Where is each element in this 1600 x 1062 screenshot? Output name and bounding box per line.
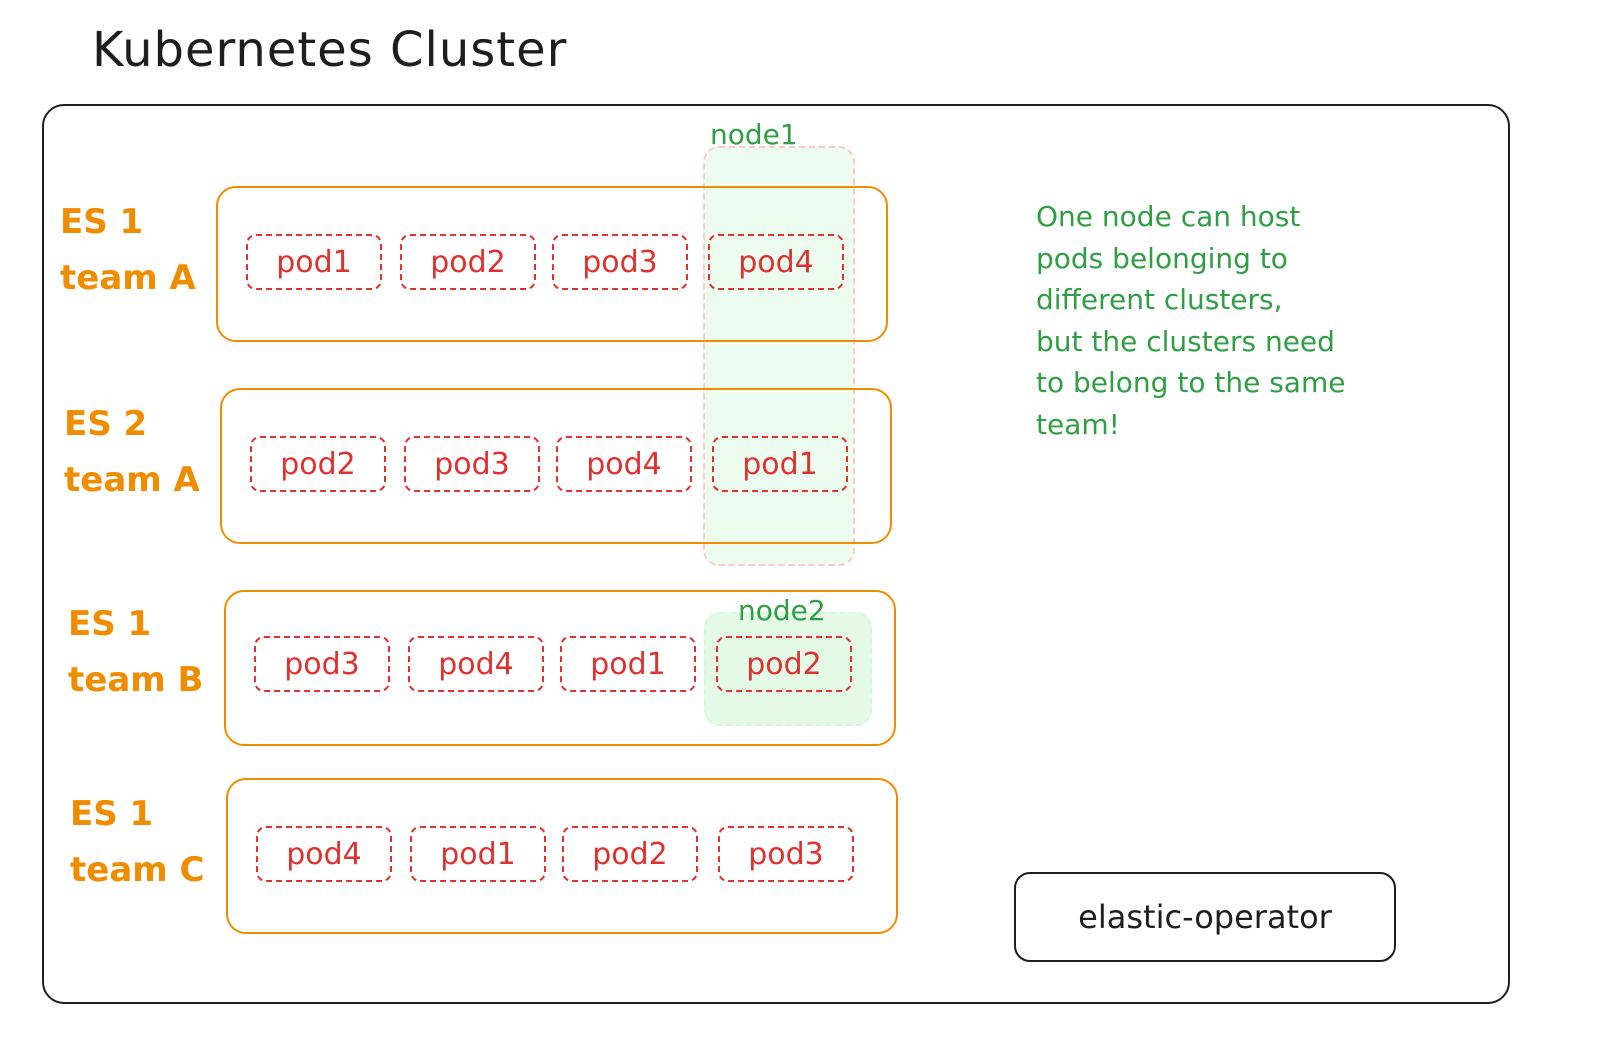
diagram-title: Kubernetes Cluster: [92, 22, 568, 78]
note-line: different clusters,: [1036, 283, 1283, 316]
es-cluster-name: ES 1: [60, 202, 144, 242]
es-cluster-team: team A: [64, 460, 200, 500]
pod-box: pod4: [556, 436, 692, 492]
pod-box: pod3: [718, 826, 854, 882]
pod-box: pod1: [246, 234, 382, 290]
note-line: to belong to the same: [1036, 366, 1346, 399]
pod-box: pod1: [560, 636, 696, 692]
es-cluster-name: ES 1: [70, 794, 154, 834]
es-cluster-label: ES 1 team A: [60, 194, 196, 306]
note-line: team!: [1036, 407, 1120, 441]
es-cluster-label: ES 1 team B: [68, 596, 203, 708]
elastic-operator-box: elastic-operator: [1014, 872, 1396, 962]
note-line: pods belonging to: [1036, 241, 1288, 275]
pod-box: pod4: [256, 826, 392, 882]
node1-label: node1: [710, 118, 798, 151]
es-cluster-box: [224, 590, 896, 746]
es-cluster-label: ES 1 team C: [70, 786, 204, 898]
es-cluster-team: team B: [68, 660, 204, 700]
es-cluster-team: team A: [60, 258, 196, 298]
note-line: One node can host: [1036, 200, 1301, 233]
pod-box: pod2: [400, 234, 536, 290]
kubernetes-cluster-box: [42, 104, 1510, 1004]
es-cluster-name: ES 1: [68, 604, 152, 644]
node1-region: [703, 146, 855, 566]
note-line: but the clusters need: [1036, 324, 1335, 358]
es-cluster-box: [216, 186, 888, 342]
pod-box: pod4: [408, 636, 544, 692]
annotation-note: One node can host pods belonging to diff…: [1036, 196, 1456, 445]
es-cluster-team: team C: [70, 850, 205, 890]
pod-box: pod2: [250, 436, 386, 492]
pod-box: pod1: [712, 436, 848, 492]
es-cluster-box: [226, 778, 898, 934]
pod-box: pod2: [562, 826, 698, 882]
node2-label: node2: [738, 594, 826, 627]
pod-box: pod4: [708, 234, 844, 290]
pod-box: pod1: [410, 826, 546, 882]
pod-box: pod2: [716, 636, 852, 692]
pod-box: pod3: [254, 636, 390, 692]
pod-box: pod3: [404, 436, 540, 492]
node2-region: [704, 612, 872, 726]
es-cluster-name: ES 2: [64, 404, 148, 444]
es-cluster-box: [220, 388, 892, 544]
pod-box: pod3: [552, 234, 688, 290]
es-cluster-label: ES 2 team A: [64, 396, 200, 508]
